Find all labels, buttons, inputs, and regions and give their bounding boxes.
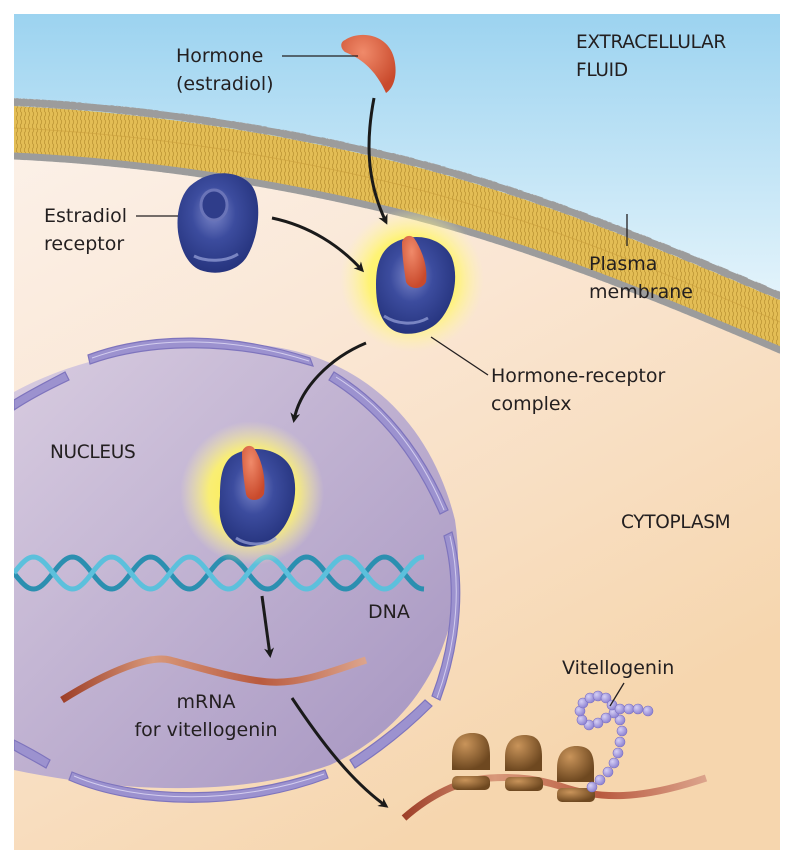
amino-acid-bead — [600, 712, 612, 724]
arrow-hormone-to-complex — [367, 97, 388, 225]
amino-acid-bead — [602, 766, 614, 778]
label-extracellular-fluid: EXTRACELLULAR — [576, 32, 726, 53]
label-nucleus: NUCLEUS — [50, 442, 135, 463]
label-vitellogenin: Vitellogenin — [562, 657, 674, 679]
label-extracellular-fluid-line2: FLUID — [576, 60, 628, 81]
nucleus — [14, 337, 461, 803]
label-hormone-receptor-complex-line2: complex — [491, 393, 572, 415]
arrow-complex-to-nucleus — [290, 341, 367, 423]
label-mrna: mRNA — [177, 691, 236, 713]
amino-acid-bead — [616, 725, 628, 737]
hormone-estradiol — [341, 34, 396, 93]
leader-vitellogenin — [609, 682, 625, 707]
ribosome — [505, 735, 543, 791]
label-hormone: Hormone — [176, 45, 263, 67]
hormone-receptor-complex-on-dna — [219, 445, 296, 547]
amino-acid-bead — [594, 774, 606, 786]
label-cytoplasm: CYTOPLASM — [621, 512, 730, 533]
nuclear-envelope — [14, 337, 461, 803]
label-estradiol-receptor-line2: receptor — [44, 233, 124, 255]
label-mrna-line2: for vitellogenin — [134, 719, 277, 741]
arrow-receptor-to-complex — [271, 216, 365, 273]
label-dna: DNA — [368, 601, 410, 623]
label-hormone-receptor-complex: Hormone-receptor — [491, 365, 665, 387]
vitellogenin-protein-chain — [574, 690, 654, 793]
label-hormone-line2: (estradiol) — [176, 73, 274, 95]
amino-acid-bead — [600, 692, 612, 704]
ribosome — [557, 746, 595, 802]
arrow-transcription — [260, 595, 275, 658]
amino-acid-bead — [614, 714, 626, 726]
ribosomes — [452, 733, 595, 802]
amino-acid-bead — [592, 717, 604, 729]
hormone-receptor-complex — [376, 235, 456, 334]
amino-acid-bead — [623, 703, 635, 715]
amino-acid-bead — [608, 757, 620, 769]
arrow-mrna-export — [290, 697, 389, 808]
amino-acid-bead — [612, 747, 624, 759]
dna-double-helix — [14, 554, 425, 592]
leader-complex — [430, 336, 489, 376]
ribosome — [452, 733, 490, 790]
estradiol-receptor — [177, 173, 259, 273]
amino-acid-bead — [586, 781, 598, 793]
mrna-strand-nucleus — [60, 655, 368, 703]
label-estradiol-receptor: Estradiol — [44, 205, 127, 227]
amino-acid-bead — [614, 703, 626, 715]
amino-acid-bead — [642, 705, 654, 717]
amino-acid-bead — [632, 703, 644, 715]
label-plasma-membrane-line2: membrane — [589, 281, 693, 303]
amino-acid-bead — [576, 714, 588, 726]
amino-acid-bead — [614, 736, 626, 748]
label-plasma-membrane: Plasma — [589, 253, 657, 275]
